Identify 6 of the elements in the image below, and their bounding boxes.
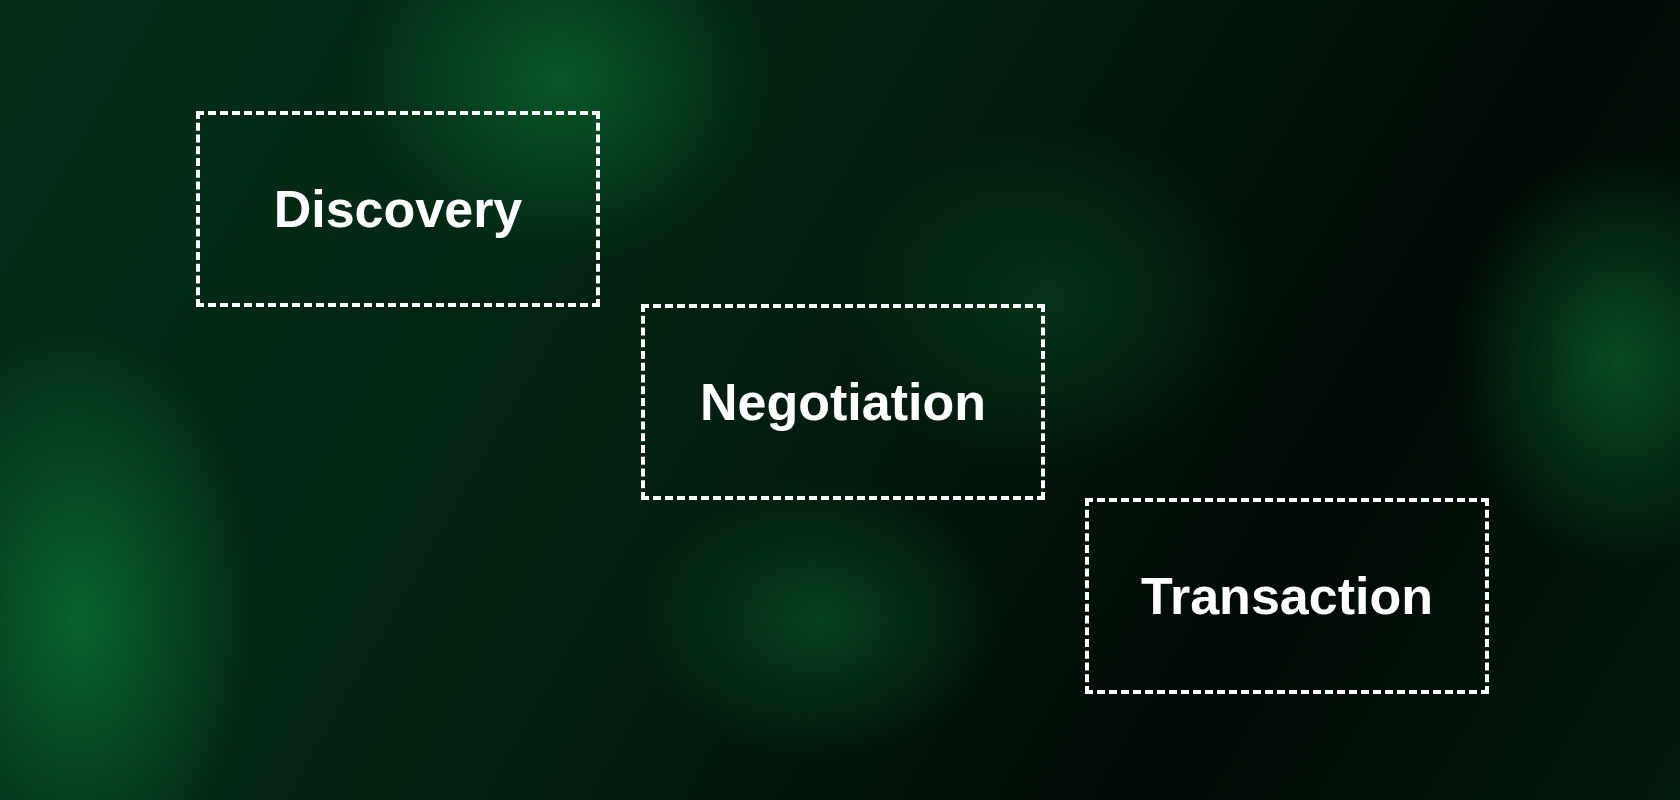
stage-label: Negotiation <box>700 372 986 432</box>
stage-label: Transaction <box>1141 566 1433 626</box>
stage-label: Discovery <box>273 179 523 239</box>
dashed-box <box>1085 498 1489 694</box>
dashed-box <box>196 111 600 307</box>
dashed-box <box>641 304 1045 500</box>
